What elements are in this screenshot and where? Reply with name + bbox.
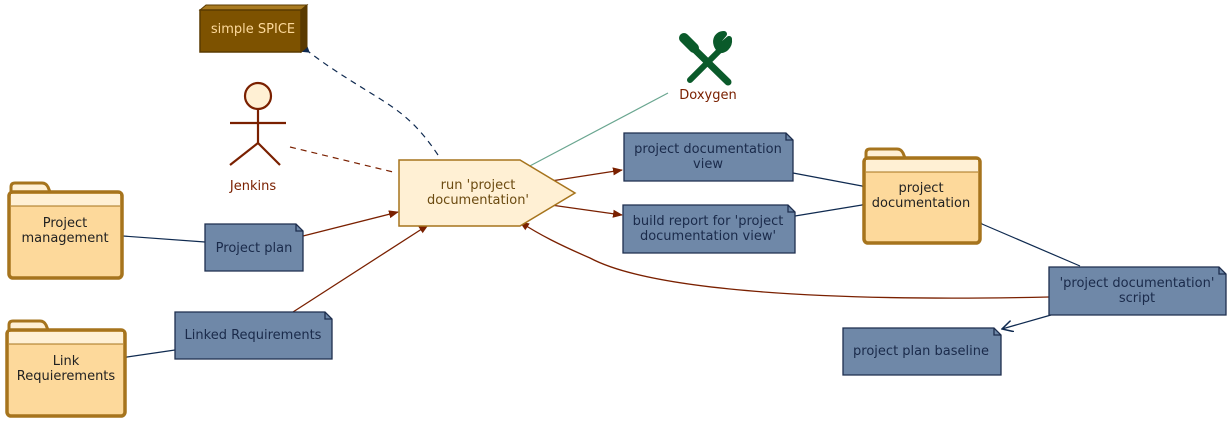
doc-script-line1: 'project documentation' (1060, 276, 1215, 291)
simple-spice-label: simple SPICE (211, 22, 295, 37)
simple-spice-node[interactable]: simple SPICE (198, 3, 309, 54)
run-project-documentation-process[interactable]: run 'project documentation' (398, 159, 577, 227)
artifact-doc-view[interactable]: project documentation view (623, 132, 794, 182)
artifact-doc-script[interactable]: 'project documentation' script (1048, 266, 1227, 316)
jenkins-label: Jenkins (229, 179, 276, 194)
process-label-line2: documentation' (427, 193, 529, 208)
jenkins-actor[interactable]: Jenkins (229, 81, 286, 194)
folder-link-line2: Requierements (17, 369, 116, 384)
flow-process-to-doc-view (550, 167, 623, 182)
flow-script-to-process (519, 221, 1050, 299)
flow-project-plan-to-process (302, 210, 399, 237)
linked-req-label: Linked Requirements (185, 328, 322, 343)
artifact-build-report[interactable]: build report for 'project documentation … (622, 204, 796, 254)
doxygen-label: Doxygen (679, 88, 736, 103)
composition-link-req (112, 349, 176, 363)
folder-pm-line2: management (21, 231, 108, 246)
project-plan-label: Project plan (216, 241, 293, 256)
doxygen-link (525, 92, 669, 169)
artifact-linked-requirements[interactable]: Linked Requirements (174, 311, 333, 360)
doc-view-line2: view (693, 157, 723, 172)
doc-view-line1: project documentation (634, 142, 782, 157)
composition-pm-plan (108, 230, 206, 243)
dependency-script-baseline (1002, 314, 1052, 329)
wrench-screwdriver-icon (679, 31, 733, 86)
artifact-project-plan-baseline[interactable]: project plan baseline (842, 327, 1002, 376)
folder-link-requirements[interactable]: Link Requierements (5, 319, 127, 418)
baseline-label: project plan baseline (853, 344, 989, 359)
folder-project-management[interactable]: Project management (7, 181, 124, 280)
doxygen-tool[interactable]: Doxygen (679, 31, 737, 103)
doc-script-line2: script (1119, 291, 1155, 306)
folder-link-line1: Link (53, 354, 80, 369)
folder-doc-line2: documentation (872, 196, 970, 211)
spice-link (297, 42, 439, 156)
composition-doc-view (792, 172, 877, 193)
folder-project-documentation[interactable]: project documentation (862, 147, 982, 245)
composition-script (968, 216, 1081, 267)
process-label-line1: run 'project (441, 178, 516, 193)
build-report-line2: documentation view' (640, 229, 776, 244)
artifact-project-plan[interactable]: Project plan (204, 223, 304, 272)
flow-linked-req-to-process (292, 224, 429, 313)
flow-process-to-build-report (550, 204, 623, 218)
build-report-line1: build report for 'project (633, 214, 784, 229)
stick-figure-icon (229, 81, 286, 166)
composition-build-report (794, 198, 877, 217)
jenkins-link (289, 146, 394, 173)
folder-doc-line1: project (898, 181, 943, 196)
connectors (108, 42, 1081, 363)
folder-pm-line1: Project (43, 216, 87, 231)
